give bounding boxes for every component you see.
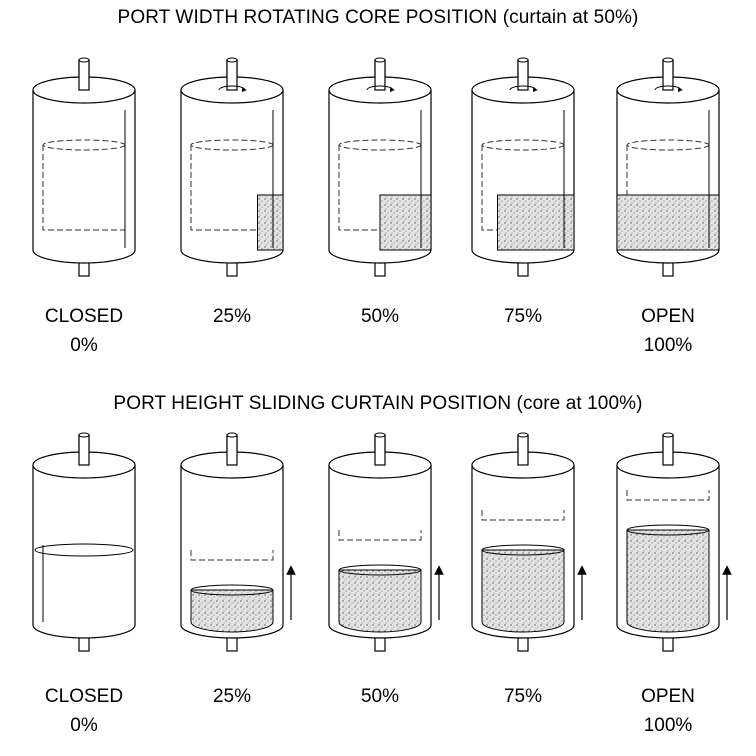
row2-label-1: CLOSED 0% bbox=[24, 682, 144, 740]
row2-label-5-line1: OPEN bbox=[641, 686, 695, 707]
row1-label-5-line2: 100% bbox=[643, 335, 693, 356]
row1-cylinder-4 bbox=[471, 57, 575, 277]
row2-label-4-line1: 75% bbox=[503, 686, 543, 707]
row1-label-5: OPEN 100% bbox=[608, 302, 728, 360]
row1-cylinder-1 bbox=[32, 57, 136, 277]
row2-label-3: 50% bbox=[320, 682, 440, 711]
row2-label-1-line2: 0% bbox=[70, 715, 98, 736]
row1-label-1-line1: CLOSED bbox=[44, 306, 124, 327]
row2-label-1-line1: CLOSED bbox=[44, 686, 124, 707]
row2-cylinder-4 bbox=[471, 432, 587, 652]
row1-cylinder-5 bbox=[616, 57, 720, 277]
row1-cylinder-2 bbox=[180, 57, 284, 277]
row1-label-2: 25% bbox=[172, 302, 292, 331]
row1-label-5-line1: OPEN bbox=[641, 306, 695, 327]
row2-cylinder-5 bbox=[616, 432, 732, 652]
row2-title: PORT HEIGHT SLIDING CURTAIN POSITION (co… bbox=[113, 393, 643, 414]
row1-label-4-line1: 75% bbox=[503, 306, 543, 327]
row2-label-2-line1: 25% bbox=[212, 686, 252, 707]
row2-cylinder-1 bbox=[32, 432, 136, 652]
row2-label-3-line1: 50% bbox=[360, 686, 400, 707]
row2-cylinder-2 bbox=[180, 432, 296, 652]
row1-cylinder-3 bbox=[328, 57, 432, 277]
row1-label-3-line1: 50% bbox=[360, 306, 400, 327]
row1-title: PORT WIDTH ROTATING CORE POSITION (curta… bbox=[117, 7, 639, 28]
row2-cylinder-3 bbox=[328, 432, 444, 652]
row1-label-4: 75% bbox=[463, 302, 583, 331]
row1-label-3: 50% bbox=[320, 302, 440, 331]
row2-label-2: 25% bbox=[172, 682, 292, 711]
row2-label-5: OPEN 100% bbox=[608, 682, 728, 740]
row1-label-1: CLOSED 0% bbox=[24, 302, 144, 360]
row2-label-5-line2: 100% bbox=[643, 715, 693, 736]
row1-label-2-line1: 25% bbox=[212, 306, 252, 327]
row2-label-4: 75% bbox=[463, 682, 583, 711]
row1-label-1-line2: 0% bbox=[70, 335, 98, 356]
